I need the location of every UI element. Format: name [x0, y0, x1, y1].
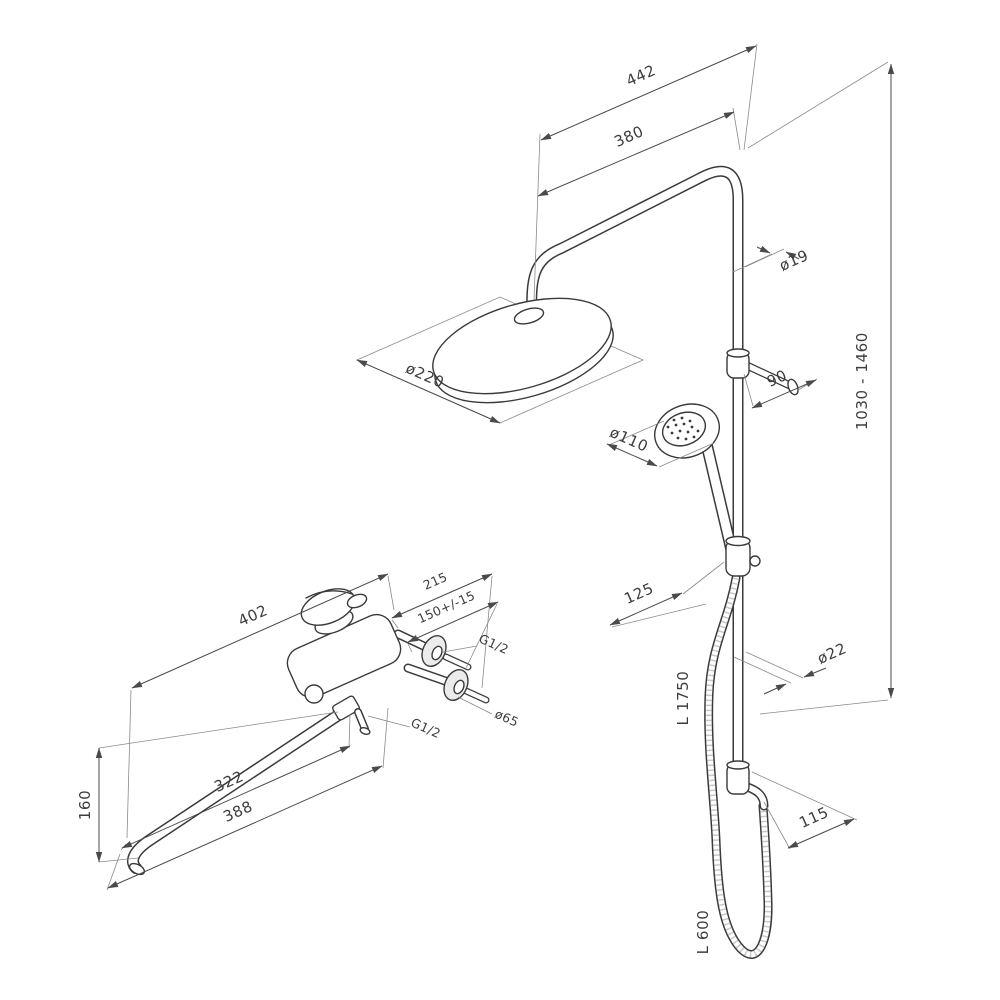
dim-label-hose-length: L 1750: [674, 671, 692, 726]
bracket-top: [726, 348, 750, 358]
dimension-line-150: [407, 601, 499, 643]
dim-label-442: 442: [623, 61, 658, 90]
extension-line: [391, 619, 399, 629]
holder-knob: [749, 555, 761, 567]
dim-label-d110: ø110: [607, 423, 651, 456]
extension-line: [732, 253, 773, 273]
dimension-labels: 442 380 ø19 1030 - 1460 ø220 90 ø110 125…: [76, 61, 871, 954]
leader-line: [457, 696, 493, 715]
dimension-line-d110: [606, 443, 658, 467]
dimension-line-388: [107, 765, 383, 889]
extension-line: [106, 853, 121, 891]
extension-line: [658, 442, 715, 468]
dimension-line-402: [131, 573, 389, 689]
lower-inlet-bracket: [726, 760, 764, 806]
dim-label-150: 150+/-15: [415, 588, 477, 627]
rain-shower-head: [432, 297, 614, 404]
dim-label-125: 125: [621, 579, 656, 608]
extension-line: [382, 707, 389, 769]
extension-line: [763, 801, 791, 850]
dim-label-thread-bottom: G1/2: [409, 715, 443, 741]
dimension-arrow-d19: [756, 245, 771, 254]
spout-outlet: [128, 862, 146, 876]
extension-line: [732, 107, 741, 151]
dimension-lines: [95, 45, 895, 889]
dim-label-d22: ø22: [815, 639, 850, 668]
extension-line: [745, 651, 804, 679]
dim-label-215: 215: [421, 569, 450, 593]
dim-label-height-range: 1030 - 1460: [853, 332, 871, 430]
diverter-knob: [304, 684, 324, 704]
extension-line: [759, 699, 889, 715]
dimension-line-442: [540, 45, 757, 141]
dimension-line-115: [787, 818, 855, 849]
extension-line: [743, 373, 754, 407]
hand-shower-spray-plate: [661, 411, 707, 447]
extension-line: [348, 713, 351, 749]
extension-line: [611, 603, 707, 628]
dimension-arrow-d22: [763, 683, 787, 695]
leader-line: [367, 715, 411, 728]
shower-unit: [356, 171, 799, 954]
shower-outlet-stub: [358, 712, 371, 735]
mixer-spout: [128, 695, 360, 876]
dimension-line-380: [537, 111, 735, 197]
extension-line: [733, 656, 792, 684]
extension-line: [747, 61, 889, 149]
hand-shower-holder: [725, 535, 761, 577]
dim-label-lower-hose: L 600: [694, 910, 712, 955]
eccentric-flanges: [421, 635, 486, 704]
dimension-line-125: [609, 592, 683, 626]
dimension-line-d220: [356, 359, 501, 424]
hand-shower: [654, 403, 731, 548]
dimension-arrow-d22: [803, 667, 827, 678]
extension-line: [126, 689, 132, 839]
dim-label-115: 115: [796, 803, 831, 832]
rain-head-cap: [513, 307, 545, 325]
extension-line: [387, 575, 395, 611]
extension-line: [407, 643, 413, 653]
extension-line: [98, 711, 339, 749]
extension-line: [744, 248, 785, 268]
spray-nozzle-dots: [666, 416, 700, 441]
extension-line: [751, 771, 858, 821]
dim-label-380: 380: [611, 122, 646, 151]
dimension-arrow-d19: [785, 251, 800, 260]
dim-label-thread-top: G1/2: [477, 631, 511, 657]
dimension-line-322: [121, 745, 351, 849]
dim-label-402: 402: [235, 601, 270, 630]
extension-lines: [98, 43, 889, 891]
extension-line: [743, 43, 758, 151]
extension-line: [682, 561, 725, 595]
dimension-line-90: [751, 379, 817, 409]
dim-label-160: 160: [76, 790, 94, 820]
extension-line: [608, 420, 665, 446]
leader-line: [442, 645, 478, 653]
dim-label-d65: ø65: [493, 706, 521, 730]
